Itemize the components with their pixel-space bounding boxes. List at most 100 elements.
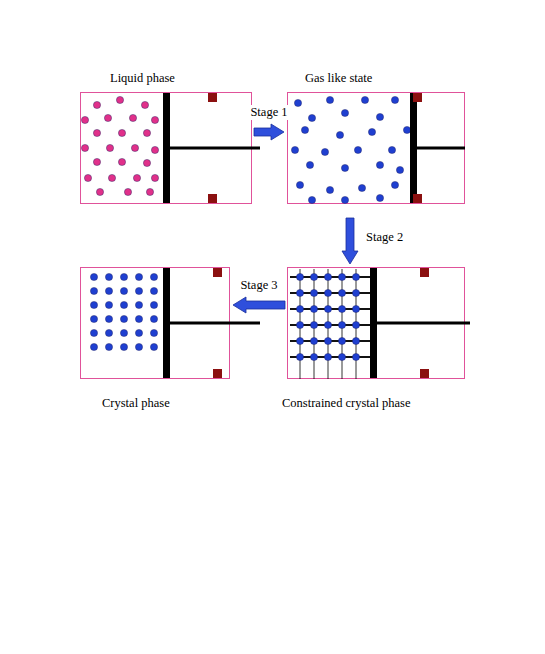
particle-dot <box>296 321 303 328</box>
phase-panel: Liquid phase <box>80 70 252 204</box>
particle-dot <box>341 164 348 171</box>
particle-dot <box>321 148 328 155</box>
particle-dot <box>120 301 127 308</box>
particle-dot <box>310 273 317 280</box>
piston-chamber <box>80 267 230 379</box>
piston-plate <box>163 93 170 203</box>
particle-dot <box>352 353 359 360</box>
stop-block <box>413 93 422 102</box>
particle-dot <box>124 188 131 195</box>
particle-dot <box>120 315 127 322</box>
particle-dot <box>143 159 150 166</box>
particle-dot <box>146 188 153 195</box>
stop-block <box>420 268 429 277</box>
particle-dot <box>133 174 140 181</box>
piston-chamber <box>80 92 252 204</box>
particle-dot <box>106 144 113 151</box>
particle-dot <box>338 321 345 328</box>
particle-dot <box>129 114 136 121</box>
particle-dot <box>118 158 125 165</box>
particle-dot <box>341 196 348 203</box>
particle-dot <box>93 129 100 136</box>
piston-illustration <box>80 92 252 204</box>
particle-dot <box>105 329 112 336</box>
piston-chamber <box>287 92 465 204</box>
particle-dot <box>341 109 348 116</box>
particle-dot <box>336 131 343 138</box>
particle-dot <box>391 181 398 188</box>
piston-rod <box>377 322 470 325</box>
particle-dot <box>150 343 157 350</box>
piston-chamber <box>287 267 465 379</box>
particle-dot <box>105 287 112 294</box>
particle-dot <box>368 128 375 135</box>
particle-dot <box>338 289 345 296</box>
particle-dot <box>135 287 142 294</box>
phase-panel: Constrained crystal phase <box>287 267 465 411</box>
particle-dot <box>308 196 315 203</box>
particle-dot <box>108 174 115 181</box>
particle-dot <box>93 101 100 108</box>
particle-dot <box>324 321 331 328</box>
particle-dot <box>150 315 157 322</box>
particle-dot <box>306 161 313 168</box>
particle-dot <box>120 343 127 350</box>
particle-dot <box>310 353 317 360</box>
particle-dot <box>396 166 403 173</box>
particle-dot <box>105 273 112 280</box>
piston-illustration <box>287 267 465 379</box>
particle-dot <box>352 305 359 312</box>
stop-block <box>208 194 217 203</box>
particle-dot <box>326 96 333 103</box>
particle-dot <box>388 146 395 153</box>
particle-dot <box>296 273 303 280</box>
piston-rod <box>170 322 260 325</box>
particle-dot <box>376 161 383 168</box>
particle-dot <box>296 305 303 312</box>
particle-dot <box>135 301 142 308</box>
particle-dot <box>391 96 398 103</box>
particle-dot <box>324 337 331 344</box>
particle-dot <box>81 144 88 151</box>
particle-dot <box>308 114 315 121</box>
particle-dot <box>105 315 112 322</box>
particle-dot <box>403 126 410 133</box>
particle-dot <box>104 114 111 121</box>
particle-dot <box>151 146 158 153</box>
stop-block <box>420 369 429 378</box>
particle-dot <box>326 186 333 193</box>
particle-dot <box>352 321 359 328</box>
particle-dot <box>131 144 138 151</box>
particle-dot <box>84 174 91 181</box>
particle-dot <box>324 305 331 312</box>
phase-panel: Gas like state <box>287 70 465 204</box>
particle-dot <box>93 158 100 165</box>
particle-dot <box>352 273 359 280</box>
particle-dot <box>118 129 125 136</box>
particle-dot <box>81 116 88 123</box>
stop-block <box>413 194 422 203</box>
particle-dot <box>338 353 345 360</box>
piston-rod <box>170 147 260 150</box>
particle-dot <box>296 181 303 188</box>
particle-dot <box>90 343 97 350</box>
particle-dot <box>376 194 383 201</box>
particle-dot <box>135 315 142 322</box>
particle-dot <box>338 337 345 344</box>
particle-dot <box>352 289 359 296</box>
particle-dot <box>294 99 301 106</box>
particle-dot <box>135 343 142 350</box>
particle-dot <box>338 305 345 312</box>
particle-dot <box>301 126 308 133</box>
stage-label: Stage 2 <box>364 230 405 245</box>
particle-dot <box>324 273 331 280</box>
piston-plate <box>410 93 417 203</box>
particle-dot <box>120 273 127 280</box>
particle-dot <box>96 188 103 195</box>
piston-rod <box>417 147 465 150</box>
phase-label: Gas like state <box>305 70 465 86</box>
particle-dot <box>338 273 345 280</box>
particle-dot <box>291 146 298 153</box>
particle-dot <box>354 146 361 153</box>
phase-label: Constrained crystal phase <box>282 395 465 411</box>
